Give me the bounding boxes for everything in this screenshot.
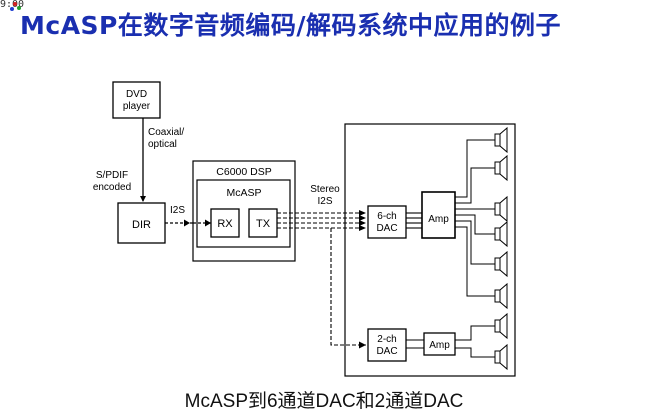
coaxial-label-1: Coaxial/ bbox=[148, 127, 184, 138]
red-dot bbox=[13, 2, 17, 6]
speaker-2 bbox=[494, 154, 508, 182]
tx-to-dac2-arrowhead bbox=[359, 341, 366, 349]
speaker-4 bbox=[494, 220, 508, 248]
speaker-3 bbox=[494, 195, 508, 223]
dsp-block: C6000 DSP McASP RX TX bbox=[192, 160, 296, 262]
coaxial-label-2: optical bbox=[148, 139, 177, 150]
dac2-block: 2-ch DAC bbox=[367, 328, 407, 362]
amp-to-speakers-lines bbox=[455, 139, 495, 297]
corner-mark: 9:00 bbox=[0, 0, 60, 14]
tx-to-dac6-bus bbox=[277, 210, 366, 231]
rx-block bbox=[210, 208, 240, 238]
dir-block: DIR bbox=[117, 202, 166, 244]
tx-block bbox=[248, 208, 278, 238]
tx-label: TX bbox=[256, 218, 271, 230]
corner-mark-text: 9:00 bbox=[0, 0, 25, 10]
speaker-7 bbox=[494, 312, 508, 340]
i2s-label: I2S bbox=[170, 205, 185, 216]
dvd-player-label-1: DVD bbox=[126, 89, 147, 100]
diagram-caption: McASP到6通道DAC和2通道DAC bbox=[184, 391, 464, 412]
output-board bbox=[344, 123, 516, 377]
stereo-label-1: Stereo bbox=[310, 184, 340, 195]
dac2-to-amp-lines bbox=[406, 339, 424, 349]
slide-title: McASP在数字音频编码/解码系统中应用的例子 bbox=[20, 11, 562, 40]
speaker-5 bbox=[494, 250, 508, 278]
dsp-to-rx-arrowhead bbox=[205, 219, 211, 227]
amp-small-label: Amp bbox=[429, 340, 450, 351]
speaker-1 bbox=[494, 126, 508, 154]
mcasp-label: McASP bbox=[226, 187, 261, 199]
green-dot bbox=[17, 6, 21, 10]
dvd-player-label-2: player bbox=[123, 101, 151, 112]
dac6-label-1: 6-ch bbox=[377, 211, 396, 222]
spdif-label-1: S/PDIF bbox=[96, 170, 128, 181]
tx-to-dac2-line bbox=[330, 228, 366, 346]
amp-main-label: Amp bbox=[428, 214, 449, 225]
dac6-label-2: DAC bbox=[376, 223, 397, 234]
blue-dot bbox=[10, 7, 14, 11]
dac2-label-2: DAC bbox=[376, 346, 397, 357]
small-amp-to-speakers-lines bbox=[455, 325, 495, 358]
dir-to-dsp-arrowhead bbox=[184, 219, 190, 227]
dac6-block: 6-ch DAC bbox=[367, 205, 407, 239]
amp-small-block: Amp bbox=[423, 332, 456, 356]
dac6-to-amp-bus bbox=[406, 212, 422, 229]
dvd-player-block: DVD player bbox=[112, 81, 161, 119]
dac2-label-1: 2-ch bbox=[377, 334, 396, 345]
speaker-8 bbox=[494, 343, 508, 371]
stereo-label-2: I2S bbox=[317, 196, 332, 207]
amp-main-block: Amp bbox=[421, 191, 456, 239]
dir-label: DIR bbox=[132, 219, 151, 231]
rx-label: RX bbox=[217, 218, 233, 230]
speaker-6 bbox=[494, 282, 508, 310]
spdif-label-2: encoded bbox=[93, 182, 131, 193]
dsp-label: C6000 DSP bbox=[216, 166, 271, 178]
